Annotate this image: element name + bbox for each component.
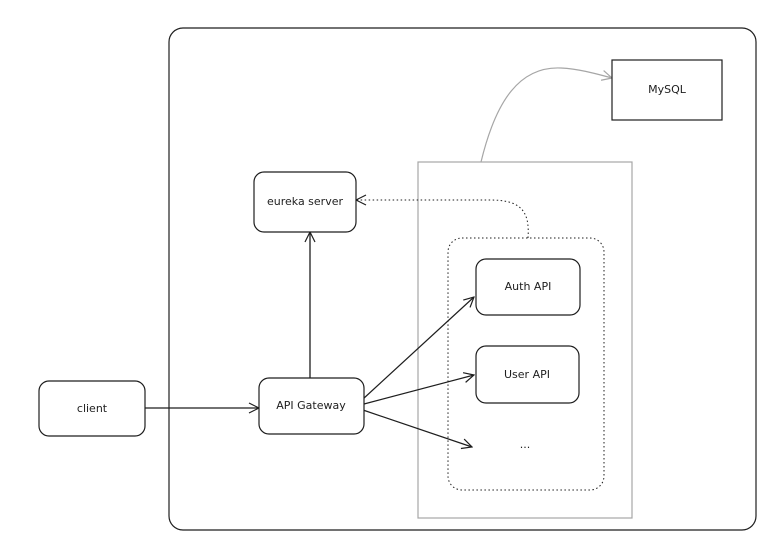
user-api-label: User API (504, 368, 550, 381)
api-gateway-box (258, 377, 365, 435)
eureka-server-label: eureka server (267, 195, 344, 208)
client-box (38, 380, 146, 437)
auth-api-box (475, 258, 581, 316)
api-gateway-label: API Gateway (276, 399, 346, 412)
mysql-connector (480, 67, 612, 163)
user-api-box (475, 345, 580, 404)
gateway-to-more-arrow (362, 409, 472, 447)
mysql-label: MySQL (648, 83, 687, 96)
more-services-label: ... (520, 438, 531, 451)
gateway-to-auth-arrow (362, 297, 474, 400)
registry-connector (356, 200, 529, 239)
service-group (447, 237, 605, 491)
eureka-server-box (253, 171, 357, 233)
services-container (417, 161, 633, 519)
gateway-to-user-arrow (363, 375, 474, 405)
client-label: client (77, 402, 108, 415)
mysql-box (611, 59, 723, 121)
auth-api-label: Auth API (505, 280, 552, 293)
